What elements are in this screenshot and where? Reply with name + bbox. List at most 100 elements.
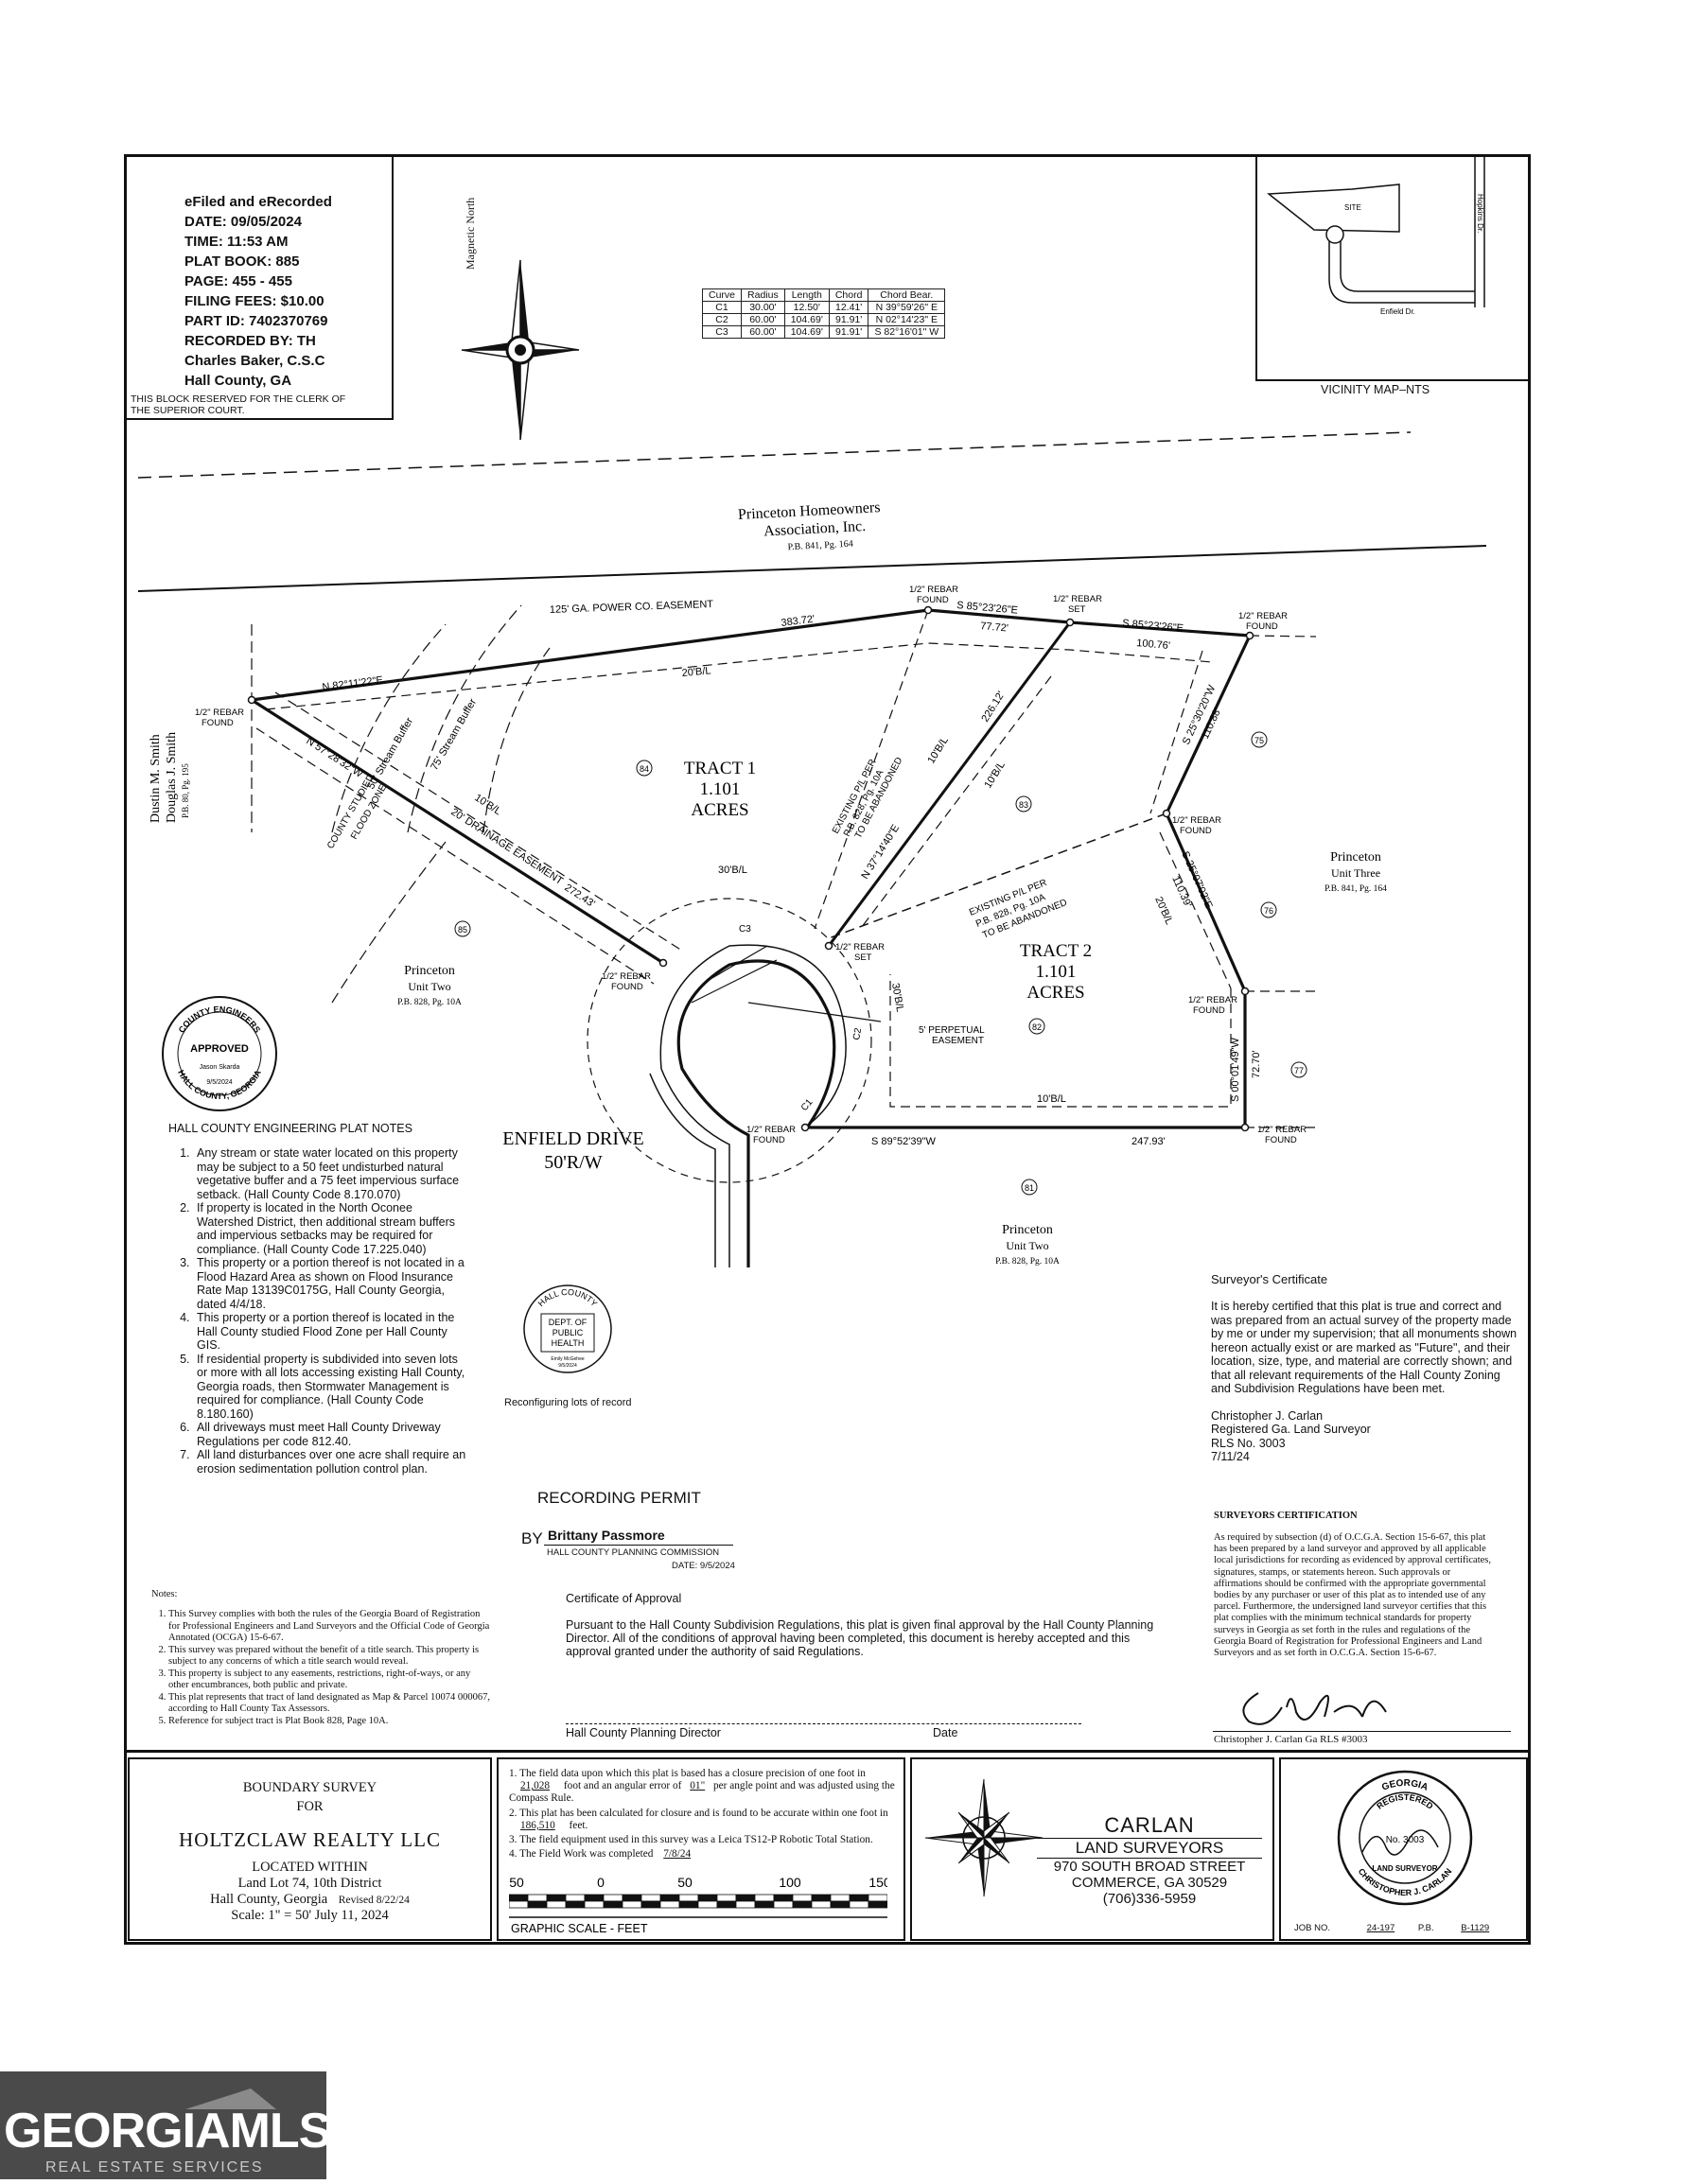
list-item: Reference for subject tract is Plat Book… bbox=[168, 1716, 492, 1728]
rec-line: Charles Baker, C.S.C bbox=[184, 353, 325, 369]
recording-permit-org: HALL COUNTY PLANNING COMMISSION bbox=[547, 1547, 720, 1558]
rebar-label: FOUND bbox=[202, 718, 234, 728]
rebar-label: 1/2" REBAR bbox=[1238, 611, 1288, 621]
road-width: 50'R/W bbox=[544, 1152, 603, 1173]
list-item: This property is subject to any easement… bbox=[168, 1669, 492, 1692]
scale-segment bbox=[640, 1894, 661, 1902]
scale-segment bbox=[697, 1900, 718, 1909]
list-item: This property or a portion thereof is no… bbox=[193, 1256, 471, 1311]
neighbor-label: P.B. 841, Pg. 164 bbox=[1324, 884, 1387, 894]
lot-number: 75 bbox=[1254, 736, 1264, 745]
building-line-label: 30'B/L bbox=[889, 982, 905, 1012]
rebar-label: FOUND bbox=[1265, 1135, 1297, 1145]
scale-segment bbox=[678, 1900, 699, 1909]
certificate-approval: Certificate of Approval Pursuant to the … bbox=[566, 1592, 1162, 1658]
health-date: 9/5/2024 bbox=[558, 1363, 577, 1369]
georgiamls-logo-icon: GEORGIAMLS REAL ESTATE SERVICES bbox=[4, 2088, 331, 2175]
perpetual-easement-label: 5' PERPETUAL bbox=[919, 1025, 985, 1036]
job-number-row: JOB NO. 24-197 P.B. B-1129 bbox=[1294, 1923, 1497, 1933]
health-dept-stamp: HALL COUNTY DEPT. OF PUBLIC HEALTH Emily… bbox=[523, 1284, 612, 1373]
rebar-label: SET bbox=[854, 952, 872, 963]
surveyor-certificate-body: It is hereby certified that this plat is… bbox=[1211, 1300, 1517, 1395]
county-engineers-stamp: COUNTY ENGINEERS HALL COUNTY, GEORGIA AP… bbox=[162, 996, 277, 1111]
vicinity-map bbox=[1255, 154, 1531, 381]
lot-number: 84 bbox=[640, 764, 649, 774]
pb-value: B-1129 bbox=[1461, 1923, 1490, 1933]
scale-segment bbox=[754, 1900, 775, 1909]
lot-number: 85 bbox=[458, 925, 467, 935]
pb-label: P.B. bbox=[1417, 1923, 1434, 1933]
surveyor-seal: GEORGIA CHRISTOPHER J. CARLAN REGISTERED… bbox=[1337, 1770, 1473, 1906]
scale-segment bbox=[773, 1894, 794, 1902]
watermark-brand: GEORGIAMLS bbox=[4, 2104, 326, 2158]
scale-caption: GRAPHIC SCALE - FEET bbox=[511, 1922, 648, 1935]
list-item: This property or a portion thereof is lo… bbox=[193, 1311, 471, 1353]
scale-segment bbox=[697, 1894, 718, 1902]
rec-line: RECORDED BY: TH bbox=[184, 333, 316, 349]
curve-header: Chord Bear. bbox=[868, 288, 946, 302]
curve-header: Curve bbox=[701, 288, 743, 302]
distance-label: 72.70' bbox=[1251, 1050, 1262, 1078]
rec-line: FILING FEES: $10.00 bbox=[184, 293, 325, 309]
rebar-label: 1/2" REBAR bbox=[1053, 594, 1102, 604]
cell: 60.00' bbox=[741, 325, 785, 339]
title-line: FOR bbox=[296, 1799, 324, 1814]
field-note-text: This plat has been calculated for closur… bbox=[519, 1807, 888, 1819]
cell: N 02°14'23" E bbox=[868, 313, 946, 326]
title-line: Hall County, Georgia bbox=[210, 1892, 328, 1907]
stream-buffer-label: 75' Stream Buffer bbox=[429, 697, 479, 773]
building-line-label: 10'B/L bbox=[982, 760, 1008, 791]
scale-segment bbox=[849, 1900, 869, 1909]
title-line: Land Lot 74, 10th District bbox=[237, 1876, 382, 1891]
scale-segment bbox=[735, 1894, 756, 1902]
georgiamls-watermark: GEORGIAMLS REAL ESTATE SERVICES bbox=[0, 2071, 331, 2179]
list-item: This Survey complies with both the rules… bbox=[168, 1609, 492, 1645]
scale-segment bbox=[716, 1900, 737, 1909]
field-note-text: The Field Work was completed bbox=[519, 1848, 654, 1861]
tract1-acres: 1.101 bbox=[700, 779, 741, 799]
hoa-label: Association, Inc. bbox=[763, 518, 867, 540]
scale-segment bbox=[584, 1894, 605, 1902]
field-note-text: The field data upon which this plat is b… bbox=[519, 1768, 866, 1779]
scale-segment bbox=[640, 1900, 661, 1909]
distance-label: 100.76' bbox=[1136, 638, 1171, 652]
engineering-notes-title: HALL COUNTY ENGINEERING PLAT NOTES bbox=[168, 1122, 412, 1135]
lot-number: 82 bbox=[1032, 1022, 1042, 1032]
rebar-label: 1/2" REBAR bbox=[746, 1125, 796, 1135]
north-arrow-icon bbox=[461, 259, 580, 441]
curve-header: Length bbox=[783, 288, 830, 302]
firm-address: COMMERCE, GA 30529 bbox=[1071, 1875, 1228, 1891]
recording-block bbox=[124, 154, 394, 420]
vicinity-site-label: SITE bbox=[1344, 203, 1361, 212]
rebar-label: 1/2" REBAR bbox=[1257, 1125, 1307, 1135]
curve-table: Curve Radius Length Chord Chord Bear. C1… bbox=[701, 288, 946, 339]
scale-segment bbox=[527, 1894, 548, 1902]
neighbor-label: P.B. 80, Pg. 195 bbox=[181, 763, 190, 818]
distance-label: 272.43' bbox=[562, 882, 597, 910]
scale-tick: 100 bbox=[779, 1876, 801, 1890]
director-line bbox=[566, 1723, 1081, 1724]
distance-label: 77.72' bbox=[980, 620, 1009, 635]
cell: 104.69' bbox=[783, 313, 830, 326]
health-line: PUBLIC bbox=[553, 1328, 584, 1337]
surveyor-certificate: Surveyor's Certificate It is hereby cert… bbox=[1211, 1272, 1518, 1464]
bearing-label: N 82°11'22"E bbox=[322, 674, 384, 693]
reserved-note: THIS BLOCK RESERVED FOR THE CLERK OF THE… bbox=[131, 393, 346, 416]
angular-error-value: 01" bbox=[690, 1780, 706, 1792]
title-block bbox=[128, 1757, 492, 1941]
cell: S 82°16'01" W bbox=[868, 325, 946, 339]
curve-table-header: Curve Radius Length Chord Chord Bear. bbox=[701, 288, 946, 302]
tract2-title: TRACT 2 bbox=[1020, 941, 1092, 961]
list-item: All land disturbances over one acre shal… bbox=[193, 1448, 471, 1476]
scale-segment bbox=[622, 1894, 642, 1902]
bearing-label: S 89°52'39"W bbox=[871, 1136, 937, 1147]
scale-tick: 0 bbox=[597, 1876, 605, 1890]
vicinity-title: VICINITY MAP–NTS bbox=[1321, 383, 1430, 396]
hoa-label: P.B. 841, Pg. 164 bbox=[787, 539, 853, 553]
scale-segment bbox=[584, 1900, 605, 1909]
field-note-text: foot and an angular error of bbox=[563, 1780, 682, 1792]
surveyor-name: Christopher J. Carlan bbox=[1211, 1408, 1324, 1423]
seal-block bbox=[1279, 1757, 1528, 1941]
client-name: HOLTZCLAW REALTY LLC bbox=[179, 1828, 441, 1851]
rec-line: TIME: 11:53 AM bbox=[184, 234, 289, 250]
